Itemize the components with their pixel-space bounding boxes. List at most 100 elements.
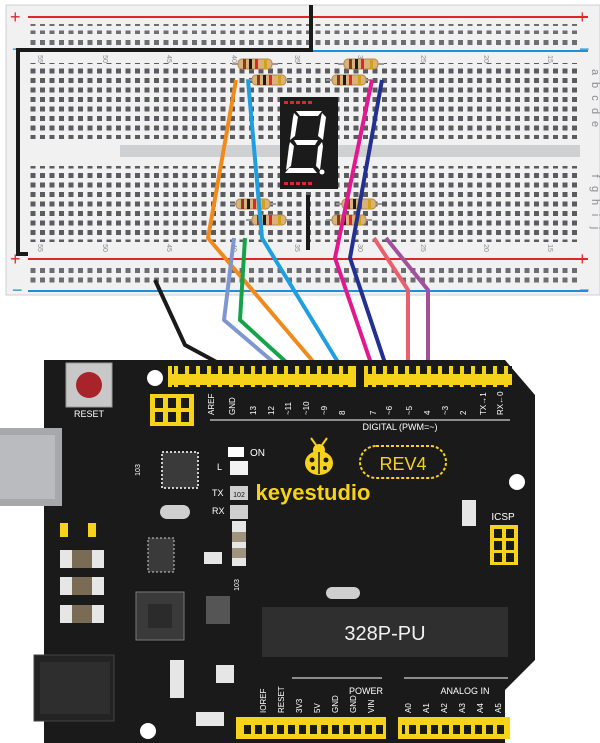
mount-hole-1 (147, 370, 163, 386)
signal-wires (153, 79, 430, 374)
digital-pin-label-0: AREF (207, 394, 216, 415)
column-number-top-6: 25 (419, 55, 426, 63)
reset-button[interactable] (65, 362, 113, 408)
on-led (228, 447, 244, 457)
capacitor (206, 596, 230, 624)
chip-label: 328P-PU (344, 623, 425, 645)
row-letter-top-4: e (589, 121, 600, 127)
resistor-0 (232, 58, 278, 70)
digital-pin-label-1: GND (228, 397, 237, 415)
on-label: ON (250, 448, 265, 459)
row-letter-top-2: c (589, 95, 600, 101)
column-number-bottom-4: 35 (293, 244, 300, 252)
column-number-bottom-5: 30 (356, 244, 363, 252)
row-letter-top-1: b (589, 82, 600, 88)
analog-pin-label-1: A1 (422, 703, 431, 713)
resistor-5 (246, 214, 292, 226)
ladybug-logo-icon (305, 437, 333, 475)
digital-pin-label-right-2: ~5 (405, 405, 414, 415)
power-pin-label-1: RESET (277, 686, 286, 713)
revision-label: REV4 (379, 454, 426, 474)
power-pin-label-4: GND (331, 695, 340, 713)
mount-hole-3 (509, 682, 525, 698)
smd-part-8 (462, 500, 476, 526)
led-rx-label: RX (212, 506, 225, 516)
power-pin-label-6: VIN (367, 699, 376, 713)
resistor-7 (326, 214, 372, 226)
column-number-bottom-1: 50 (101, 244, 108, 252)
digital-pin-label-right-6: TX→1 (479, 392, 488, 415)
bottom-rail-holes-1 (30, 264, 578, 274)
column-number-top-2: 45 (165, 55, 172, 63)
rail-minus-top-right: − (579, 39, 590, 59)
column-number-top-7: 20 (482, 55, 489, 63)
wire-green (238, 237, 299, 374)
digital-pwm-label: DIGITAL (PWM=~) (362, 422, 437, 432)
row-letter-bottom-3: i (589, 214, 600, 216)
regulator-chip (147, 537, 175, 573)
digital-pin-label-right-5: 2 (459, 410, 468, 415)
power-pin-label-5: GND (349, 695, 358, 713)
digital-pin-label-right-1: ~6 (385, 405, 394, 415)
bottom-rail-holes-2 (30, 276, 578, 286)
rail-minus-bottom-right: − (579, 280, 590, 300)
smd-resistor-column (232, 521, 246, 566)
power-pin-label-0: IOREF (259, 688, 268, 713)
digital-pin-label-4: ~11 (284, 401, 293, 415)
led-tx (230, 486, 248, 500)
wire-orange (206, 79, 324, 374)
top-rail-holes-2 (30, 36, 578, 46)
column-number-bottom-0: 55 (36, 244, 43, 252)
rail-minus-bottom-left: − (12, 280, 23, 300)
power-pin-label-3: 5V (313, 703, 322, 713)
reset-button-cap[interactable] (76, 372, 102, 398)
usb-interface-chip (161, 451, 199, 489)
column-number-top-1: 50 (101, 55, 108, 63)
crystal (160, 505, 190, 519)
row-letter-top-0: a (589, 69, 600, 76)
rail-plus-bottom-right: + (577, 249, 588, 269)
smd-part-6 (216, 665, 234, 683)
seven-segment-display (280, 97, 338, 189)
column-number-top-0: 55 (36, 55, 43, 63)
rail-plus-bottom-left: + (10, 249, 21, 269)
row-letter-bottom-2: h (589, 199, 600, 205)
top-rail-holes-1 (30, 24, 578, 34)
row-letter-bottom-1: g (589, 186, 600, 192)
digital-pin-label-right-4: ~3 (441, 405, 450, 415)
row-letter-bottom-0: f (589, 174, 600, 178)
mount-hole-2 (509, 474, 525, 490)
column-number-top-4: 35 (293, 55, 300, 63)
column-number-bottom-2: 45 (165, 244, 172, 252)
brand-name: keyestudio (256, 480, 371, 505)
wire-steel-blue (222, 237, 287, 374)
column-number-bottom-8: 15 (546, 244, 553, 252)
resistor-3 (326, 74, 372, 86)
column-number-bottom-6: 25 (419, 244, 426, 252)
led-tx-label: TX (212, 488, 224, 498)
resistor-code-103-a: 103 (234, 579, 241, 591)
resistors (230, 58, 384, 226)
led-rx (230, 505, 248, 519)
smd-part-7 (204, 552, 222, 564)
resistor-1 (246, 74, 292, 86)
wire-purple (384, 236, 430, 372)
digital-pin-label-2: 13 (249, 406, 258, 415)
analog-pin-label-4: A4 (476, 703, 485, 713)
digital-pin-label-3: 12 (267, 406, 276, 415)
resistor-2 (338, 58, 384, 70)
crystal-2 (326, 587, 360, 599)
wire-navy (348, 79, 390, 373)
reset-label: RESET (74, 409, 105, 419)
row-letter-bottom-4: j (589, 226, 600, 229)
digital-pin-label-7: 8 (338, 410, 347, 415)
center-channel (120, 145, 580, 157)
column-number-bottom-7: 20 (482, 244, 489, 252)
analog-label: ANALOG IN (440, 686, 489, 696)
